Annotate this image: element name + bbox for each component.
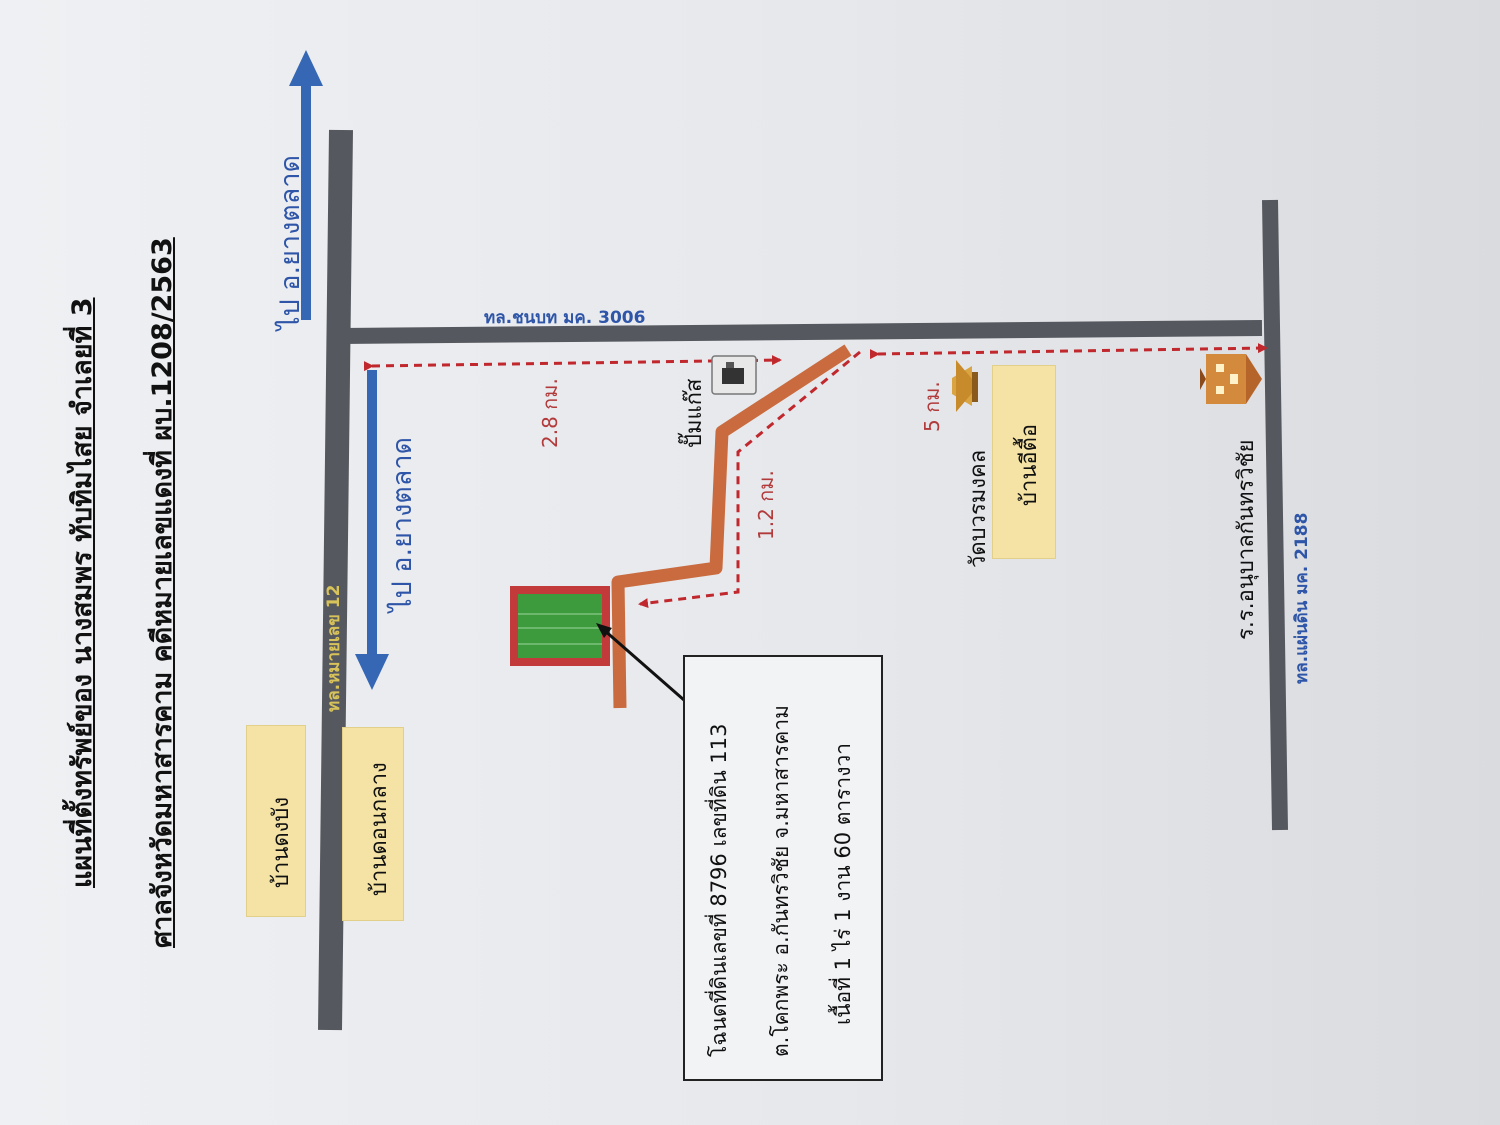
village-i-tue-label: บ้านอีตื้อ: [1017, 423, 1042, 506]
village-don-klang-label: บ้านดอนกลาง: [367, 762, 392, 896]
distance-line-5km: [869, 343, 1268, 360]
rural-road-3006: [340, 320, 1263, 344]
map-title: แผนที่ตั้งทรัพย์ของ นางสมพร ทับทิมไสย จำ…: [67, 297, 98, 888]
temple-icon: [952, 360, 978, 412]
highway-12-road: [318, 129, 353, 1031]
map-subtitle: ศาลจังหวัดมหาสารคาม คดีหมายเลขแดงที่ ผบ.…: [147, 237, 178, 948]
access-road: [611, 344, 852, 709]
highway-12-label: ทล.หมายเลข 12: [324, 584, 344, 712]
arrow-right-direction: [289, 50, 323, 320]
distance-2-8km-label: 2.8 กม.: [538, 378, 562, 448]
arrow-left-direction: [355, 370, 389, 690]
direction-label-left: ไป อ.ยางตลาด: [387, 436, 418, 612]
info-line-location: ต.โคกพระ อ.กันทรวิชัย จ.มหาสารคาม: [769, 705, 793, 1057]
village-i-tue: บ้านอีตื้อ: [992, 365, 1056, 559]
village-dong-bang: บ้านดงบัง: [246, 725, 306, 917]
school-label: ร.ร.อนุบาลกันทรวิชัย: [1234, 439, 1259, 640]
distance-1-2km-label: 1.2 กม.: [754, 470, 778, 540]
local-road-2188-label: ทล.แผ่นดิน มค. 2188: [1292, 512, 1312, 684]
gas-station-label: ปั๊มแก๊ส: [682, 378, 707, 448]
land-info-box: โฉนดที่ดินเลขที่ 8796 เลขที่ดิน 113 ต.โค…: [683, 655, 883, 1081]
village-don-klang: บ้านดอนกลาง: [342, 727, 404, 921]
rural-road-3006-label: ทล.ชนบท มค. 3006: [484, 308, 646, 328]
distance-line-1-2km: [638, 350, 861, 608]
direction-label-right: ไป อ.ยางตลาด: [275, 154, 306, 330]
info-line-deed: โฉนดที่ดินเลขที่ 8796 เลขที่ดิน 113: [707, 723, 731, 1057]
distance-5km-label: 5 กม.: [920, 381, 944, 432]
local-road-2188: [1262, 199, 1288, 831]
land-parcel: [510, 586, 610, 666]
gas-pump-icon: [711, 355, 757, 395]
temple-label: วัดบวรมงคล: [966, 449, 991, 568]
school-building-icon: [1200, 354, 1262, 404]
info-line-area: เนื้อที่ 1 ไร่ 1 งาน 60 ตารางวา: [831, 742, 855, 1025]
village-dong-bang-label: บ้านดงบัง: [269, 796, 294, 888]
parcel-pointer-arrow: [596, 623, 685, 702]
